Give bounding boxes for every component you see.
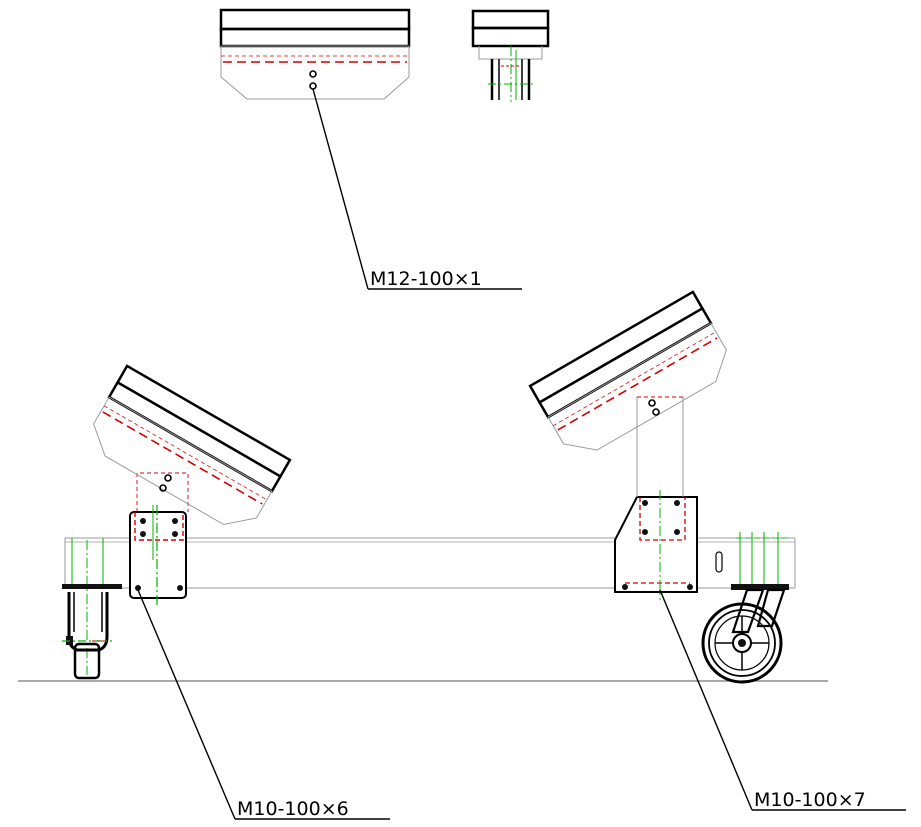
right-caster xyxy=(701,532,790,684)
left-mount-plate xyxy=(129,505,187,605)
callout-top-label: M12-100×1 xyxy=(370,268,482,290)
callout-bottom-left-label: M10-100×6 xyxy=(237,798,349,820)
right-mount-plate xyxy=(614,490,698,600)
left-caster xyxy=(62,538,122,680)
callout-bottom-left: M10-100×6 xyxy=(137,589,390,820)
top-front-view xyxy=(219,8,411,100)
left-tilted-head xyxy=(93,364,292,526)
callout-top: M12-100×1 xyxy=(312,88,522,290)
right-tilted-head xyxy=(528,290,727,497)
callout-bottom-right: M10-100×7 xyxy=(659,589,906,811)
callout-bottom-right-label: M10-100×7 xyxy=(754,789,866,811)
top-side-view xyxy=(471,9,550,102)
